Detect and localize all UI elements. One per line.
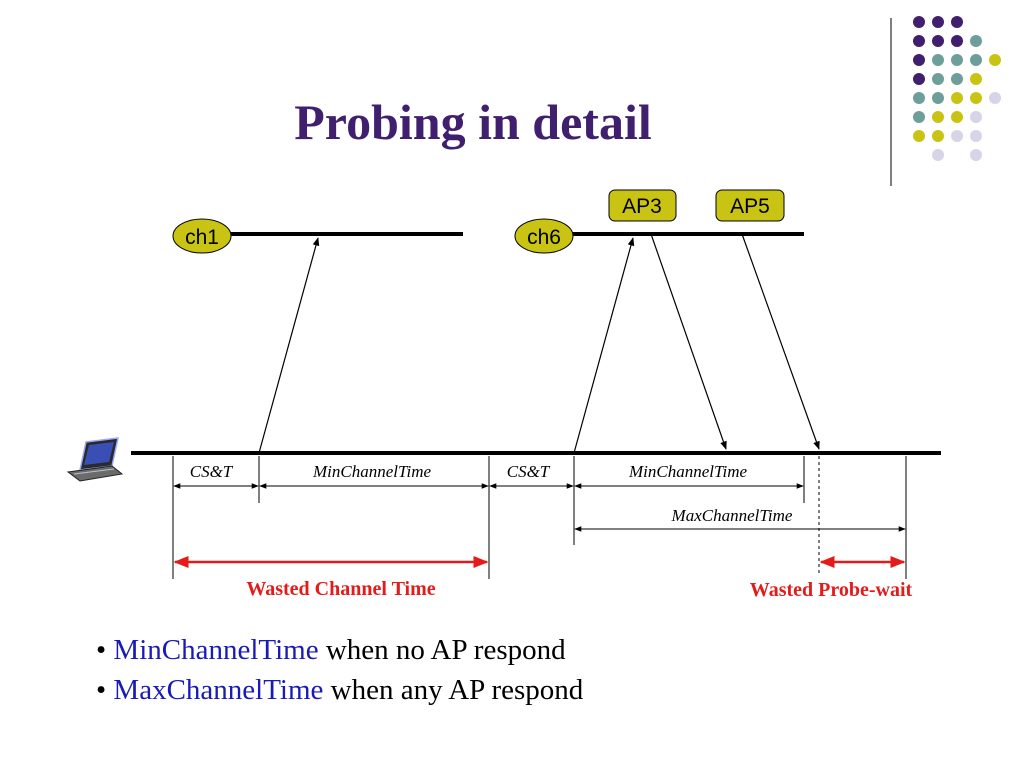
- bullet-term: MaxChannelTime: [113, 674, 324, 706]
- response-arrow-ap5: [741, 233, 820, 450]
- min-channel-time-2-label: MinChannelTime: [628, 462, 748, 481]
- wasted-channel-time-label: Wasted Channel Time: [246, 578, 435, 600]
- bullet-term: MinChannelTime: [113, 634, 319, 666]
- response-arrow-ap3: [650, 233, 727, 450]
- wasted-probe-wait-label: Wasted Probe-wait: [750, 579, 913, 601]
- bullet-item: • MinChannelTime when no AP respond: [96, 630, 583, 670]
- bullet-marker: •: [96, 674, 114, 706]
- interval-ticks: [172, 456, 907, 579]
- probe-arrow-ch6: [573, 237, 635, 454]
- bullet-text: when no AP respond: [318, 634, 566, 666]
- cst-1-label: CS&T: [190, 462, 234, 481]
- min-channel-time-1-label: MinChannelTime: [312, 462, 432, 481]
- slide-title: Probing in detail: [294, 94, 652, 150]
- ap3-box: AP3: [608, 189, 677, 222]
- bullet-text: when any AP respond: [323, 674, 584, 706]
- ch6-label: ch6: [527, 226, 561, 249]
- ap5-box: AP5: [715, 189, 785, 222]
- bullet-list: • MinChannelTime when no AP respond • Ma…: [96, 630, 583, 710]
- laptop-icon: [66, 437, 124, 482]
- ch1-node: ch1: [172, 218, 232, 254]
- ch1-label: ch1: [185, 226, 219, 249]
- cst-2-label: CS&T: [507, 462, 551, 481]
- ap3-label: AP3: [622, 195, 662, 218]
- decorative-dot-grid: [913, 16, 1001, 161]
- ch6-node: ch6: [514, 218, 574, 254]
- probe-arrow-ch1: [258, 237, 320, 454]
- bullet-marker: •: [96, 634, 114, 666]
- ap5-label: AP5: [730, 195, 770, 218]
- max-channel-time-label: MaxChannelTime: [671, 506, 793, 525]
- bullet-item: • MaxChannelTime when any AP respond: [96, 670, 583, 710]
